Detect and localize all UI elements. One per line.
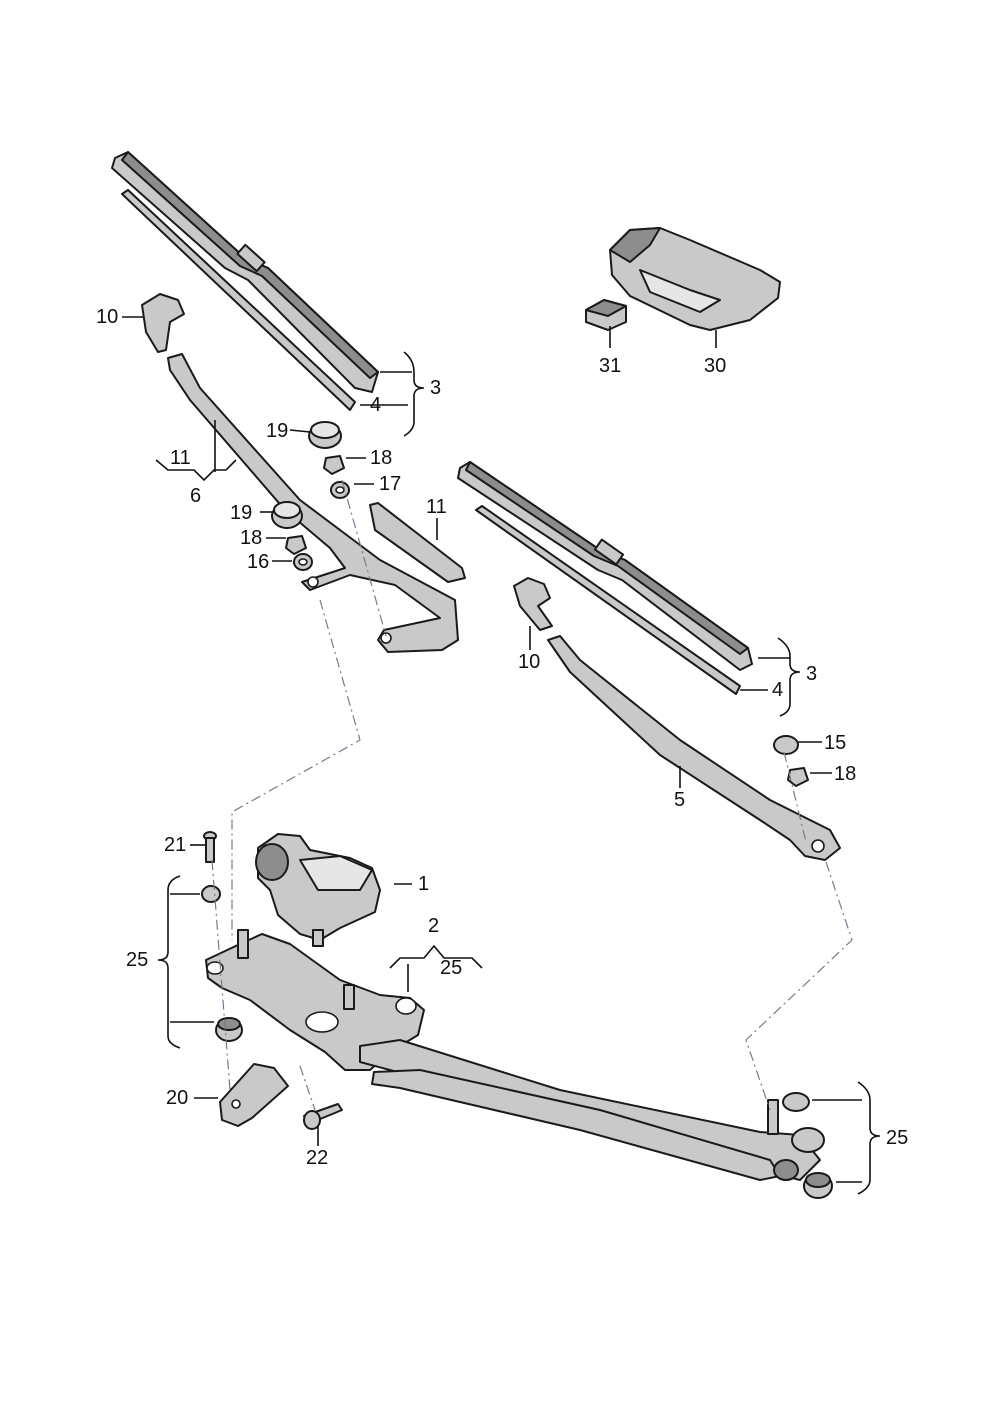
- callout-18-b: 18: [240, 527, 263, 549]
- left-arm-cap: [141, 293, 185, 353]
- callout-4-right: 4: [772, 679, 784, 701]
- callout-18-c: 18: [834, 763, 857, 785]
- callout-10-left: 10: [96, 306, 119, 328]
- bracket-20: [219, 1063, 289, 1127]
- callout-11-right: 11: [426, 496, 447, 518]
- assembly-lines: [211, 479, 853, 1111]
- washer-16: [293, 553, 313, 571]
- left-arm-cover: [369, 502, 466, 583]
- callout-4-left: 4: [370, 394, 382, 416]
- callout-17: 17: [379, 473, 402, 495]
- callout-19-a: 19: [266, 420, 289, 442]
- callout-19-b: 19: [230, 502, 253, 524]
- nut-18-c: [787, 767, 809, 787]
- bolt-22: [303, 1103, 343, 1130]
- right-wiper-blade: [457, 461, 753, 671]
- callout-10-right: 10: [518, 651, 541, 673]
- callout-3-left: 3: [430, 377, 442, 399]
- callout-31: 31: [599, 355, 622, 377]
- bushing-25-d: [803, 1172, 833, 1199]
- callout-25-right: 25: [886, 1127, 909, 1149]
- callout-5: 5: [674, 789, 686, 811]
- nut-18-a: [323, 455, 345, 475]
- left-wiper-insert: [121, 189, 356, 411]
- callout-18-a: 18: [370, 447, 393, 469]
- callout-30: 30: [704, 355, 727, 377]
- wiper-linkage-frame: [205, 929, 825, 1181]
- callout-20: 20: [166, 1087, 189, 1109]
- washer-17: [330, 481, 350, 499]
- callout-16: 16: [247, 551, 270, 573]
- callout-21: 21: [164, 834, 187, 856]
- right-wiper-arm: [547, 635, 841, 861]
- callout-22: 22: [306, 1147, 329, 1169]
- callout-6: 6: [190, 485, 202, 507]
- callout-15: 15: [824, 732, 847, 754]
- bushing-25-c: [782, 1092, 810, 1112]
- cap-19-b: [271, 501, 303, 529]
- bushing-25-a: [201, 885, 221, 903]
- cap-15: [773, 735, 799, 755]
- wiper-motor: [255, 833, 381, 947]
- right-wiper-insert: [475, 505, 741, 695]
- leader-lines: [122, 316, 881, 1195]
- right-arm-cap: [513, 577, 553, 631]
- callout-11-left: 11: [170, 447, 191, 469]
- callout-3-right: 3: [806, 663, 818, 685]
- callout-25-left: 25: [126, 949, 149, 971]
- nut-18-b: [285, 535, 307, 555]
- callout-2: 2: [428, 915, 440, 937]
- cap-19-a: [308, 421, 342, 449]
- callout-25-frame: 25: [440, 957, 463, 979]
- sensor-connector: [585, 299, 627, 331]
- bushing-25-b: [215, 1017, 243, 1042]
- left-wiper-blade: [111, 151, 379, 393]
- bolt-21: [203, 831, 217, 863]
- callout-1: 1: [418, 873, 430, 895]
- sensor-module: [609, 227, 781, 331]
